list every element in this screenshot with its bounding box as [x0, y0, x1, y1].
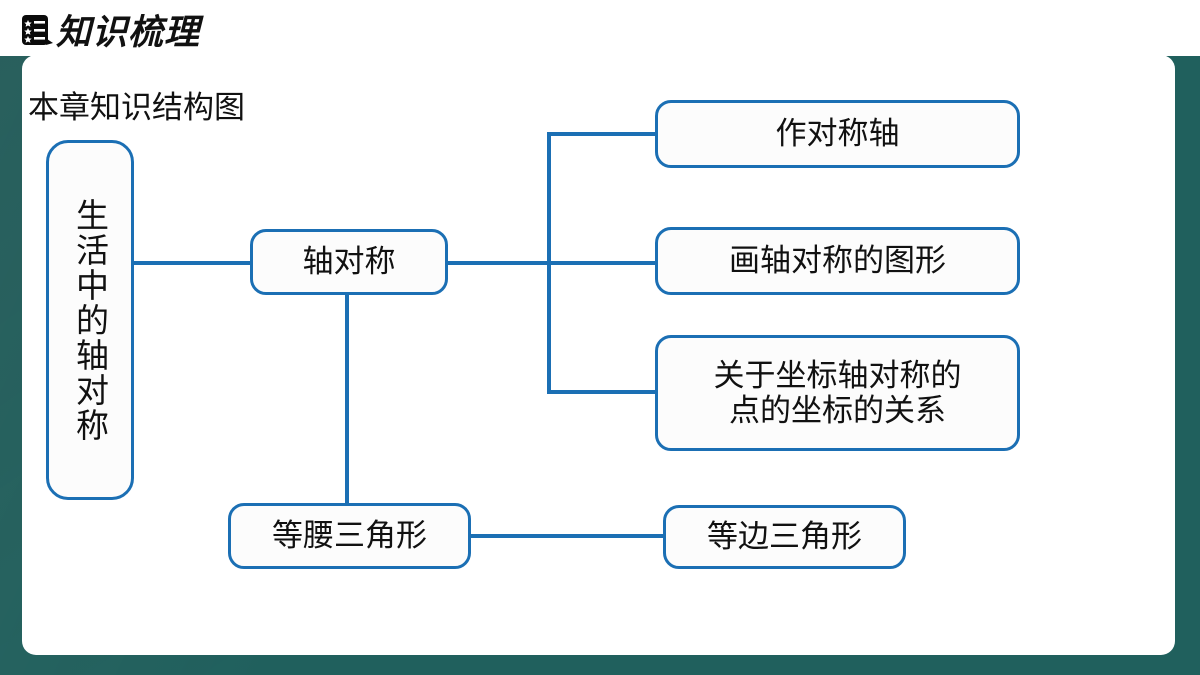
node-equilateral-triangle[interactable]: 等边三角形 — [663, 505, 906, 569]
section-title: 本章知识结构图 — [28, 90, 245, 125]
page-title: 知识梳理 — [56, 13, 201, 52]
node-root[interactable]: 生活中的轴对称 — [46, 140, 134, 500]
node-axial-symmetry[interactable]: 轴对称 — [250, 229, 448, 295]
node-draw-figure[interactable]: 画轴对称的图形 — [655, 227, 1020, 295]
node-draw-axis[interactable]: 作对称轴 — [655, 100, 1020, 168]
slide-header: 知识梳理 — [0, 0, 1200, 56]
node-isosceles-triangle[interactable]: 等腰三角形 — [228, 503, 471, 569]
node-coordinate-symmetry-line2: 点的坐标的关系 — [729, 393, 946, 428]
node-coordinate-symmetry[interactable]: 关于坐标轴对称的 点的坐标的关系 — [655, 335, 1020, 451]
node-coordinate-symmetry-line1: 关于坐标轴对称的 — [713, 357, 962, 393]
list-checklist-icon — [20, 13, 54, 47]
